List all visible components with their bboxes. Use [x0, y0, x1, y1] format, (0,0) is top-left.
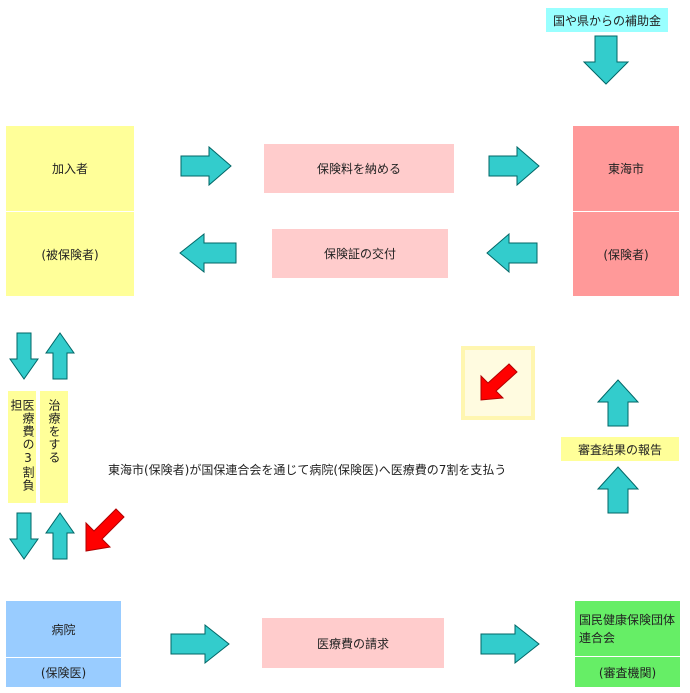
red-diagonal-arrow-hospital [85, 508, 125, 552]
red-diagonal-arrow-city [480, 363, 518, 401]
copay-box: 医療費の3割負担 [8, 391, 36, 503]
down-arrow-hospital-left [9, 512, 39, 560]
center-note-text: 東海市(保険者)が国保連合会を通じて病院(保険医)へ医療費の7割を支払う [108, 463, 507, 477]
right-arrow-premium-to-city [488, 145, 540, 187]
hospital-role-text: (保険医) [40, 666, 87, 680]
member-role: (被保険者) [6, 212, 134, 296]
subsidy-text: 国や県からの補助金 [552, 13, 661, 28]
right-arrow-hospital-to-claim [170, 623, 230, 665]
up-arrow-hospital-right [45, 512, 75, 560]
review-report-text: 審査結果の報告 [577, 442, 662, 457]
right-arrow-member-to-premium [180, 145, 232, 187]
federation-role: (審査機関) [575, 657, 680, 687]
member-role-text: (被保険者) [41, 247, 99, 262]
issue-card-box: 保険証の交付 [272, 229, 448, 278]
claim-text: 医療費の請求 [316, 636, 389, 651]
hospital-role: (保険医) [6, 658, 121, 687]
member-title-text: 加入者 [51, 162, 88, 176]
center-note: 東海市(保険者)が国保連合会を通じて病院(保険医)へ医療費の7割を支払う [108, 461, 528, 478]
hospital-box [6, 601, 121, 687]
hospital-title-text: 病院 [51, 622, 76, 637]
left-arrow-city-to-card [486, 232, 538, 274]
treatment-text: 治療をする [47, 399, 61, 464]
pay-premium-text: 保険料を納める [316, 162, 401, 176]
subsidy-label: 国や県からの補助金 [546, 8, 668, 32]
city-title: 東海市 [573, 126, 679, 211]
federation-divider [575, 656, 680, 657]
issue-card-text: 保険証の交付 [323, 247, 396, 261]
hospital-divider [6, 657, 121, 658]
federation-role-text: (審査機関) [598, 665, 657, 680]
claim-box: 医療費の請求 [262, 618, 444, 668]
member-title: 加入者 [6, 126, 134, 211]
subsidy-down-arrow [582, 35, 630, 85]
up-arrow-to-city [596, 379, 640, 427]
federation-title-text: 国民健康保険団体連合会 [579, 613, 676, 645]
treatment-box: 治療をする [40, 391, 68, 503]
city-divider [573, 211, 679, 212]
pay-premium-box: 保険料を納める [264, 144, 454, 193]
city-role: (保険者) [573, 212, 679, 296]
left-arrow-card-to-member [179, 232, 237, 274]
city-role-text: (保険者) [603, 247, 649, 262]
right-arrow-claim-to-federation [480, 623, 540, 665]
up-arrow-to-review [596, 466, 640, 514]
copay-text: 医療費の3割負担 [9, 399, 35, 492]
federation-box [575, 601, 680, 687]
review-report-box: 審査結果の報告 [561, 437, 679, 461]
member-divider [6, 211, 134, 212]
city-title-text: 東海市 [607, 162, 644, 176]
up-arrow-member-right [45, 332, 75, 380]
down-arrow-member-left [9, 332, 39, 380]
federation-title: 国民健康保険団体連合会 [579, 604, 675, 654]
hospital-title: 病院 [6, 601, 121, 657]
